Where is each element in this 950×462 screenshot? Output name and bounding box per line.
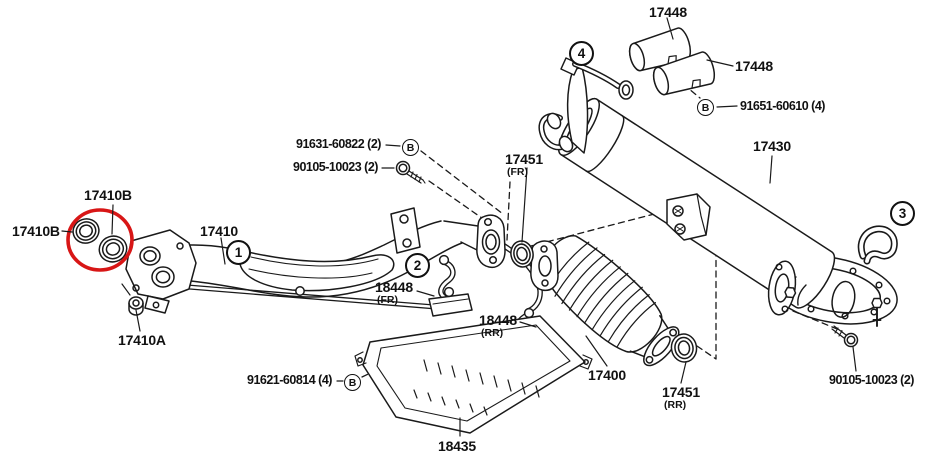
catalytic-converter-art <box>530 235 680 367</box>
junction-flange-art <box>476 214 506 269</box>
hanger-cushions-art <box>628 27 716 96</box>
label-91631-60822[interactable]: 91631-60822 (2) <box>296 137 381 151</box>
label-17430[interactable]: 17430 <box>753 138 791 154</box>
label-leader-lines <box>61 17 773 437</box>
label-18448-fr-number: 18448 <box>375 279 413 295</box>
label-90105-10023-front[interactable]: 90105-10023 (2) <box>293 160 378 174</box>
label-17451-fr[interactable]: 17451 (FR) <box>505 152 543 178</box>
bolt-front-art <box>395 160 426 184</box>
bracket-fr-art <box>428 254 473 317</box>
label-90105-10023-rear[interactable]: 90105-10023 (2) <box>829 373 914 387</box>
callout-step-1[interactable]: 1 <box>226 240 251 265</box>
label-17400[interactable]: 17400 <box>588 367 626 383</box>
label-17448-lower[interactable]: 17448 <box>735 58 773 74</box>
label-17451-fr-position: (FR) <box>507 165 528 178</box>
label-18435[interactable]: 18435 <box>438 438 476 454</box>
label-17451-rr-number: 17451 <box>662 384 700 400</box>
label-18448-fr-position: (FR) <box>377 293 398 306</box>
label-17451-fr-number: 17451 <box>505 151 543 167</box>
label-17448-upper[interactable]: 17448 <box>649 4 687 20</box>
bolt-rear-art <box>831 325 859 372</box>
label-17410b-lower[interactable]: 17410B <box>12 223 60 239</box>
label-17451-rr[interactable]: 17451 (RR) <box>662 385 700 411</box>
label-17410a[interactable]: 17410A <box>118 332 166 348</box>
label-17410[interactable]: 17410 <box>200 223 238 239</box>
callout-step-4[interactable]: 4 <box>569 41 594 66</box>
muffler-inlet-flange-art <box>767 260 807 316</box>
rear-hanger-bracket-art <box>857 225 898 265</box>
label-17451-rr-position: (RR) <box>664 398 687 411</box>
label-18448-rr-number: 18448 <box>479 312 517 328</box>
highlight-circle <box>66 208 134 272</box>
label-91651-60610[interactable]: 91651-60610 (4) <box>740 99 825 113</box>
gasket-rr-art <box>670 333 698 363</box>
label-91621-60814[interactable]: 91621-60814 (4) <box>247 373 332 387</box>
heat-shield-art <box>354 315 593 434</box>
front-pipe-art <box>121 207 479 316</box>
gasket-fr-art <box>510 240 534 268</box>
manifold-gaskets-art <box>72 218 128 263</box>
label-18448-fr[interactable]: 18448 (FR) <box>375 280 413 306</box>
callout-b-91631[interactable]: B <box>402 139 419 156</box>
callout-b-91621[interactable]: B <box>344 374 361 391</box>
callout-step-2[interactable]: 2 <box>405 253 430 278</box>
label-18448-rr[interactable]: 18448 (RR) <box>479 313 517 339</box>
label-18448-rr-position: (RR) <box>481 326 504 339</box>
label-17410b-upper[interactable]: 17410B <box>84 187 132 203</box>
callout-b-91651[interactable]: B <box>697 99 714 116</box>
callout-step-3[interactable]: 3 <box>890 201 915 226</box>
